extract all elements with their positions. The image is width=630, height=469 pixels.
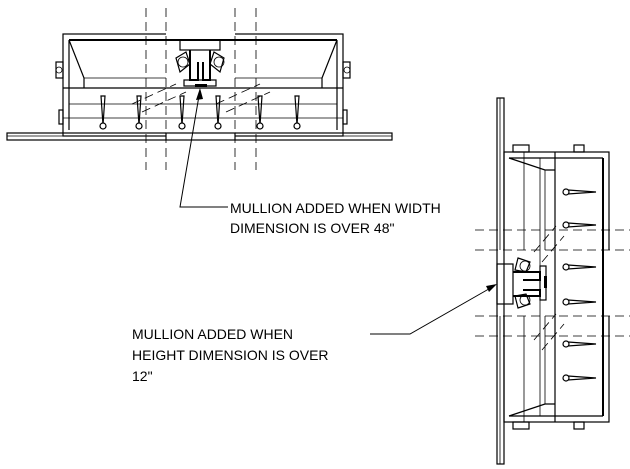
- width-note-line1: MULLION ADDED WHEN WIDTH: [230, 200, 441, 216]
- section-centerlines: [475, 229, 630, 337]
- section-louvers: [562, 188, 597, 382]
- plan-centerlines: [145, 8, 257, 170]
- plan-view: [6, 0, 393, 172]
- height-note-line1: MULLION ADDED WHEN: [132, 326, 293, 342]
- section-mullion: [496, 257, 547, 309]
- section-view: [475, 97, 630, 465]
- width-note-line2: DIMENSION IS OVER 48": [230, 220, 394, 236]
- height-note-leader: [370, 285, 495, 335]
- height-note-line3: 12": [132, 368, 153, 384]
- plan-break-marks: [131, 83, 271, 113]
- plan-louvers: [99, 95, 301, 130]
- width-note-leader: [179, 89, 228, 208]
- plan-mullion: [175, 39, 225, 87]
- height-note-line2: HEIGHT DIMENSION IS OVER: [132, 347, 329, 363]
